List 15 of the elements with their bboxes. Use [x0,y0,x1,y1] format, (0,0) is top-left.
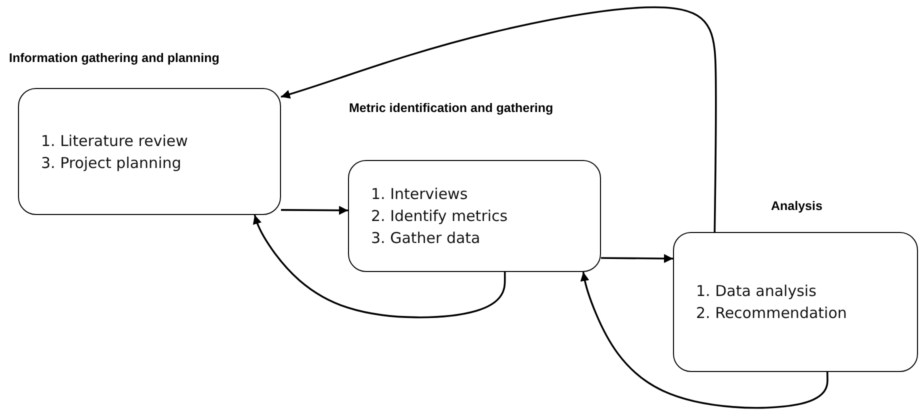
stage-heading: Analysis [771,199,822,213]
arrow [280,6,717,232]
list-item: 1. Data analysis [696,281,818,302]
arrow [580,272,828,409]
list-item: 1. Literature review [41,130,189,152]
stage-heading: Metric identification and gathering [349,101,554,115]
arrow [281,206,348,215]
list-item: 1. Interviews [371,184,469,205]
list-item: 3. Gather data [371,228,482,249]
list-item: 2. Recommendation [696,303,848,324]
list-item: 2. Identify metrics [371,206,509,227]
list-item: 3. Project planning [41,152,182,174]
stage-heading: Information gathering and planning [9,51,220,65]
arrow [601,254,673,264]
arrow [252,214,506,318]
